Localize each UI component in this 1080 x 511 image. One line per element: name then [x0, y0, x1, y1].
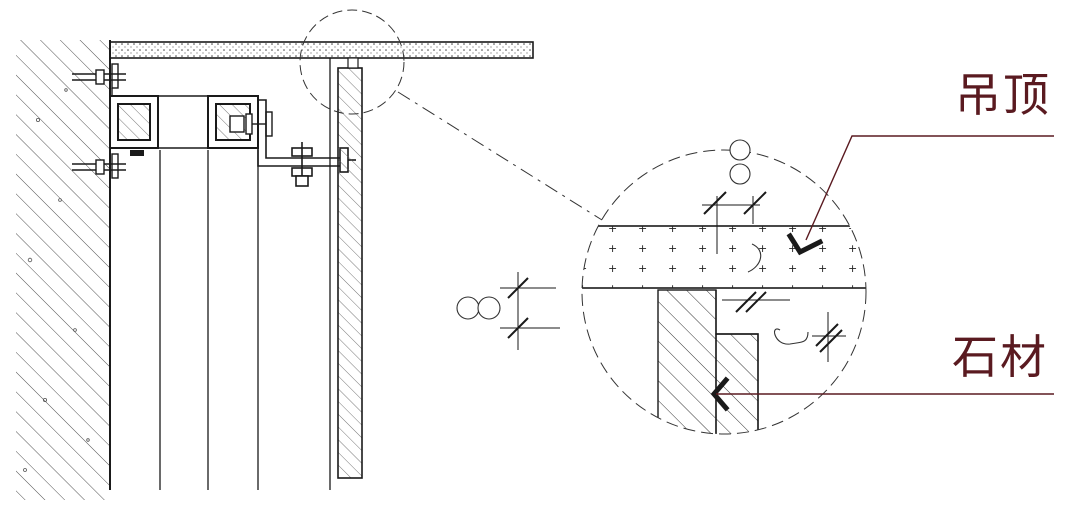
leader-lines [716, 135, 1054, 395]
anchor-bolt-bottom [72, 153, 126, 179]
anchor-bolt-top [72, 63, 126, 96]
left-dimension-marks [456, 272, 560, 350]
ceiling-board-top [109, 41, 534, 59]
stone-panel [337, 57, 363, 479]
callout-circle-small [299, 9, 603, 221]
concrete-wall [16, 40, 111, 500]
detail-magnified [581, 139, 867, 435]
vertical-frame-lines [159, 58, 331, 490]
label-ceiling: 吊顶 [955, 68, 1051, 122]
label-stone: 石材 [952, 330, 1048, 384]
steel-tube-left [109, 95, 159, 149]
